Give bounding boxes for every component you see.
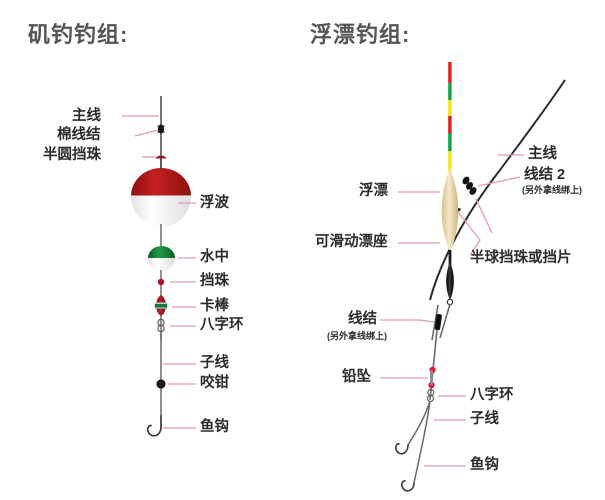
float-rig-artwork (395, 62, 566, 492)
lower-line-path (429, 329, 438, 401)
label-knot: 线结 (348, 311, 377, 327)
stick-stopper-shape (154, 295, 168, 316)
line-below-seat (431, 304, 439, 341)
label-float-right: 浮漂 (359, 183, 388, 199)
label-float-left: 浮波 (200, 195, 229, 211)
label-underwater: 水中 (200, 249, 229, 265)
label-hook-left: 鱼钩 (200, 419, 229, 435)
rock-rig-pointers (122, 115, 196, 429)
label-knot-2: 线结 2 (524, 167, 566, 183)
leader-line-short (407, 400, 431, 446)
half-bead-shape (155, 155, 167, 159)
main-line-curve (429, 79, 566, 301)
float-shape (131, 168, 191, 227)
label-cotton-knot: 棉线结 (57, 127, 101, 143)
label-main-line-left: 主线 (72, 108, 101, 124)
label-swivel-left: 八字环 (200, 317, 244, 333)
knot-shape (434, 313, 442, 331)
label-half-bead: 半圆挡珠 (43, 147, 101, 163)
hook-upper-shape (395, 443, 409, 455)
float-body-shape (441, 168, 459, 252)
label-leader-line-left: 子线 (200, 355, 229, 371)
label-hook-right: 鱼钩 (470, 457, 499, 473)
label-leader-line-right: 子线 (470, 411, 499, 427)
float-antenna-shape (448, 62, 452, 173)
label-stick-stopper: 卡棒 (200, 298, 229, 314)
rock-rig-artwork (131, 96, 191, 437)
label-sinker: 铅坠 (342, 369, 371, 385)
cotton-knot-shape (157, 124, 165, 134)
note-knot-2: (另外拿线绑上) (522, 185, 582, 195)
hook-shape (146, 415, 162, 437)
knot-2-shape (462, 176, 477, 195)
leader-line-long (413, 400, 431, 484)
float-rig-pointers (380, 154, 524, 467)
stop-bead-shape (157, 278, 165, 286)
label-half-bead-or-disc: 半球挡珠或挡片 (470, 250, 572, 266)
label-split-shot: 咬钳 (200, 375, 229, 391)
label-main-line-right: 主线 (528, 146, 557, 162)
split-shot-shape (156, 379, 166, 389)
label-swivel-right: 八字环 (470, 387, 514, 403)
sinker-shape (428, 366, 436, 389)
panel-title-float-fishing: 浮漂钓组: (310, 22, 411, 47)
label-sliding-seat: 可滑动漂座 (315, 234, 388, 250)
label-stop-bead: 挡珠 (200, 273, 229, 289)
note-knot: (另外拿线绑上) (327, 331, 387, 341)
sliding-seat-shape (446, 262, 454, 306)
panel-title-rock-fishing: 矶钓钓组: (28, 22, 129, 47)
underwater-ball-shape (148, 246, 175, 272)
hook-lower-shape (401, 480, 415, 492)
